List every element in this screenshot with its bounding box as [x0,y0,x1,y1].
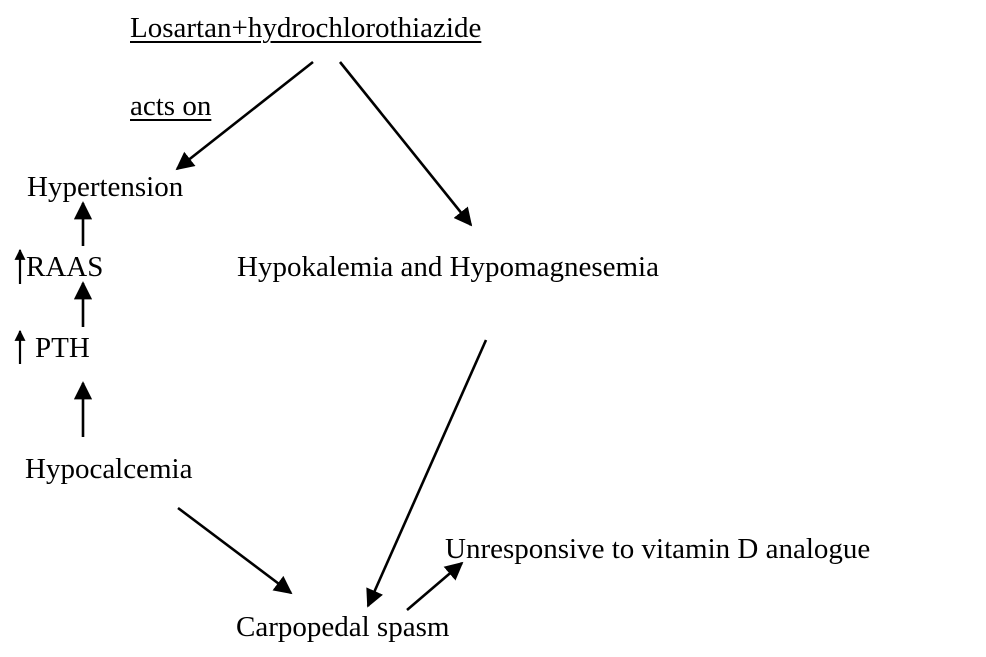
drug-node: Losartan+hydrochlorothiazide [130,12,482,44]
pth-node: PTH [35,332,90,364]
arrow-carpopedal-to-unresponsive [406,561,464,611]
carpopedal-spasm-node: Carpopedal spasm [236,611,450,643]
arrow-hypokalemia-to-carpopedal [366,339,488,608]
arrow-drug-to-hypertension [175,60,314,171]
acts-on-label: acts on [130,90,212,122]
raas-node: RAAS [26,251,104,283]
hypokalemia-hypomagnesemia-node: Hypokalemia and Hypomagnesemia [237,251,659,283]
hypocalcemia-node: Hypocalcemia [25,453,193,485]
arrow-hypocalcemia-to-carpopedal [177,506,293,595]
unresponsive-node: Unresponsive to vitamin D analogue [445,533,871,565]
arrow-drug-to-hypokalemia [338,61,473,227]
hypertension-node: Hypertension [27,171,184,203]
